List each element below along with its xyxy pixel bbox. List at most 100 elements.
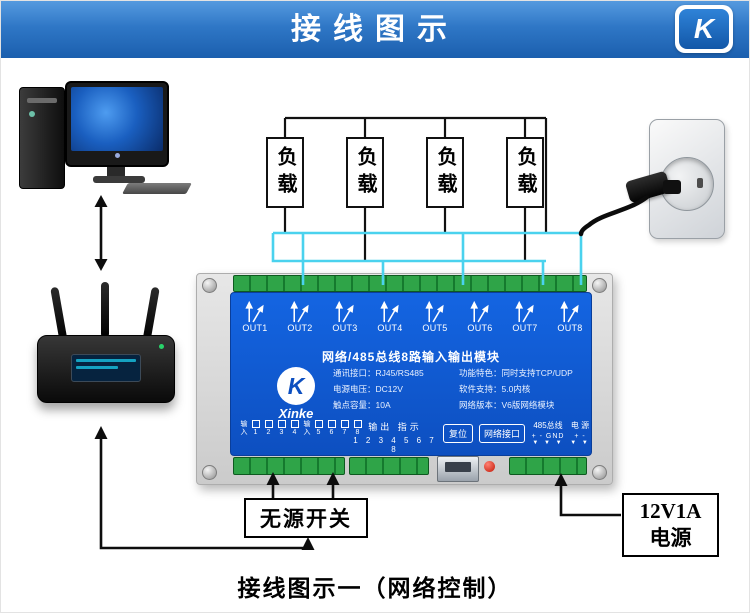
power-supply-box: 12V1A 电源 xyxy=(622,493,719,557)
screw-icon xyxy=(202,465,217,480)
module-title: 网络/485总线8路输入输出模块 xyxy=(321,350,501,364)
output-label: OUT4 xyxy=(377,323,403,333)
input-led xyxy=(264,420,273,428)
channel-1: OUT1 xyxy=(235,298,275,333)
input-number: 1 xyxy=(253,429,258,436)
arrowhead-down-icon xyxy=(94,259,108,271)
passive-switch-box: 无源开关 xyxy=(244,498,368,538)
channel-4: OUT4 xyxy=(370,298,410,333)
brand-name: Xinke xyxy=(278,406,314,421)
input-cell: 6 xyxy=(326,420,337,436)
screw-icon xyxy=(592,278,607,293)
input-number: 3 xyxy=(279,429,284,436)
power-plug-neck xyxy=(663,180,681,194)
socket-hole xyxy=(697,178,703,188)
module-pcb: OUT1 OUT2 OUT3 OUT4 OUT5 OUT6 xyxy=(230,292,592,456)
load-box-1: 负载 xyxy=(266,137,304,208)
channel-6: OUT6 xyxy=(460,298,500,333)
network-port-label: 网络接口 xyxy=(479,424,526,443)
spec-line: 触点容量：10A xyxy=(333,400,391,410)
input-led xyxy=(251,420,260,428)
input-label: 输入 xyxy=(303,420,310,436)
page-title: 接线图示 xyxy=(291,13,459,46)
router-status-led xyxy=(159,344,164,349)
load-label: 负载 xyxy=(354,145,376,200)
input-cell: 1 xyxy=(250,420,261,436)
output-indicator-block: 输出 指示 1 2 3 4 5 6 7 8 xyxy=(351,420,439,454)
spec-line: 网络版本：V6版网络模块 xyxy=(459,400,555,410)
input-cell: 5 xyxy=(313,420,324,436)
bus-label: 485总线 xyxy=(533,421,563,430)
psu-label-line2: 电源 xyxy=(649,526,692,550)
input-label: 输入 xyxy=(240,420,247,436)
relay-contact-icon xyxy=(245,300,264,323)
xinke-logo-letter: K xyxy=(287,372,305,399)
output-label: OUT5 xyxy=(422,323,448,333)
monitor-chin xyxy=(71,151,163,159)
brand-logo: K xyxy=(675,5,733,53)
input-cell: 8 xyxy=(352,420,363,436)
channel-7: OUT7 xyxy=(505,298,545,333)
reset-button-label: 复位 xyxy=(443,424,474,443)
arrowhead-up-icon xyxy=(94,426,108,439)
input-led xyxy=(327,420,336,428)
spec-line: 软件支持：5.0内核 xyxy=(459,384,531,394)
load-label: 负载 xyxy=(514,145,536,200)
specs-left-column: 通讯接口：RJ45/RS485 电源电压：DC12V 触点容量：10A xyxy=(333,365,424,413)
relay-contact-icon xyxy=(425,300,444,323)
power-terminal-strip xyxy=(509,457,587,475)
input-number: 5 xyxy=(316,429,321,436)
load-label: 负载 xyxy=(274,145,296,200)
computer-tower xyxy=(19,87,65,189)
computer-monitor xyxy=(65,81,169,167)
relay-contact-icon xyxy=(470,300,489,323)
down-arrow-icons: ▼ ▼ ▼ xyxy=(532,440,564,446)
plug-cable xyxy=(578,194,650,237)
output-indicator-label: 输出 指示 xyxy=(368,422,422,432)
input-indicator-block: 输入 1 2 3 4 输入 5 6 7 8 xyxy=(239,420,363,436)
xinke-logo-icon: K xyxy=(277,367,315,405)
monitor-power-led xyxy=(114,152,120,158)
middle-terminal-strip xyxy=(349,457,429,475)
channel-2: OUT2 xyxy=(280,298,320,333)
arrowhead-up-icon xyxy=(301,537,315,550)
input-led xyxy=(353,420,362,428)
down-arrow-icons: ▼ ▼ xyxy=(570,440,590,446)
input-number: 4 xyxy=(292,429,297,436)
specs-right-column: 功能特色：同时支持TCP/UDP 软件支持：5.0内核 网络版本：V6版网络模块 xyxy=(459,365,573,413)
relay-contact-icon xyxy=(560,300,579,323)
relay-contact-icon xyxy=(515,300,534,323)
rj45-slot xyxy=(445,462,471,472)
router-display-line xyxy=(76,366,118,369)
channel-5: OUT5 xyxy=(415,298,455,333)
screw-icon xyxy=(592,465,607,480)
input-terminal-strip xyxy=(233,457,345,475)
brand-logo-tile: K xyxy=(679,9,729,49)
input-led xyxy=(340,420,349,428)
input-cell: 7 xyxy=(339,420,350,436)
power-label: 电 源 xyxy=(570,421,590,430)
channel-3: OUT3 xyxy=(325,298,365,333)
psu-label-line1: 12V1A xyxy=(639,498,702,523)
power-pins: + - xyxy=(574,433,586,440)
load-box-2: 负载 xyxy=(346,137,384,208)
header-banner: 接线图示 K xyxy=(1,1,749,58)
spec-line: 功能特色：同时支持TCP/UDP xyxy=(459,368,573,378)
monitor-stand xyxy=(107,167,125,176)
relay-contact-icon xyxy=(290,300,309,323)
output-label: OUT3 xyxy=(332,323,358,333)
monitor-base xyxy=(93,176,145,183)
spec-line: 电源电压：DC12V xyxy=(333,384,403,394)
input-number: 2 xyxy=(266,429,271,436)
input-led xyxy=(277,420,286,428)
router-display xyxy=(71,354,141,382)
output-terminal-strip xyxy=(233,275,587,292)
tower-drive-slot xyxy=(27,98,57,103)
reset-red-button xyxy=(484,461,495,472)
output-label: OUT7 xyxy=(512,323,538,333)
arrowhead-up-icon xyxy=(94,195,108,207)
module-mounting-plate: OUT1 OUT2 OUT3 OUT4 OUT5 OUT6 xyxy=(196,273,613,485)
monitor-screen xyxy=(71,87,163,151)
router-antenna-middle xyxy=(101,282,109,338)
